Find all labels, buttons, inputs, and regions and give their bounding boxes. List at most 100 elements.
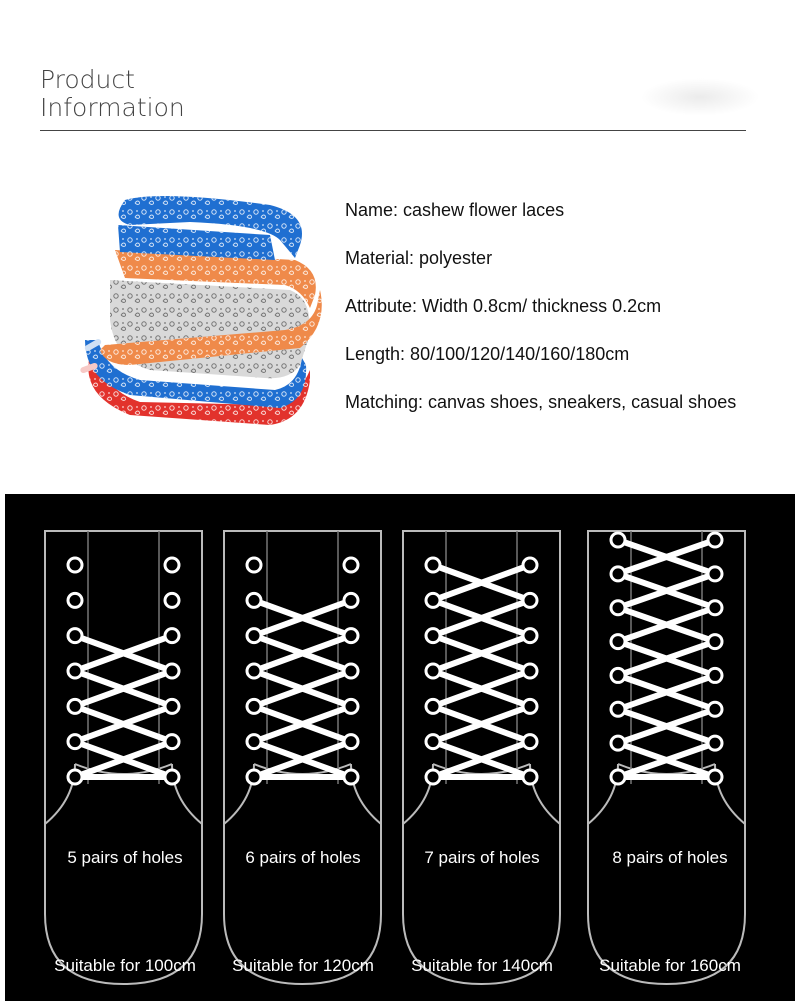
lace-segment (251, 703, 354, 745)
spec-name: Name: cashew flower laces (345, 200, 565, 220)
shoe-outline (587, 530, 746, 986)
eyelet (609, 666, 627, 684)
eyelet (163, 591, 181, 609)
lace-segment (615, 638, 718, 679)
eyelet (706, 666, 724, 684)
eyelet (424, 591, 442, 609)
shoelace-bundle-icon (70, 180, 330, 450)
eyelet (66, 662, 84, 680)
shoe-outline (44, 530, 203, 986)
eyelet (609, 700, 627, 718)
eyelet (245, 733, 263, 751)
eyelet (706, 565, 724, 583)
eyelet (521, 662, 539, 680)
spec-length: Length: 80/100/120/140/160/180cm (345, 344, 630, 364)
eyelet (66, 627, 84, 645)
lace-segment (615, 672, 718, 713)
lace-segment (72, 703, 175, 745)
spec-attribute: Attribute: Width 0.8cm/ thickness 0.2cm (345, 296, 662, 316)
eyelet (706, 734, 724, 752)
lace-segment (430, 632, 533, 674)
eyelet (609, 734, 627, 752)
lace-segment (430, 738, 533, 780)
lace-segment (72, 632, 175, 674)
eyelet (245, 662, 263, 680)
eyelet (163, 662, 181, 680)
eyelet (66, 768, 84, 786)
lace-segment (615, 740, 718, 780)
eyelet (424, 662, 442, 680)
lace-segment (72, 738, 175, 780)
holes-label: 5 pairs of holes (67, 848, 183, 867)
eyelet (424, 697, 442, 715)
holes-label: 7 pairs of holes (424, 848, 540, 867)
eyelet (521, 556, 539, 574)
eyelet (521, 591, 539, 609)
lace-segment (430, 703, 533, 745)
eyelet (245, 697, 263, 715)
page-title-line2: Information (40, 93, 185, 122)
eyelet (521, 768, 539, 786)
eyelet (163, 768, 181, 786)
eyelet (424, 627, 442, 645)
lacing-diagram-panel: 5 pairs of holes 6 pairs of holes 7 pair… (5, 494, 795, 1001)
eyelet (609, 599, 627, 617)
eyelet (245, 591, 263, 609)
page-title: Product Information (40, 66, 185, 122)
header-divider (40, 130, 746, 131)
eyelet (163, 627, 181, 645)
eyelet (163, 697, 181, 715)
product-spec-list: Name: cashew flower laces Material: poly… (345, 196, 736, 436)
lace-segment (615, 570, 718, 611)
lace-segment (251, 668, 354, 710)
length-label: Suitable for 140cm (411, 956, 553, 975)
eyelet (609, 531, 627, 549)
eyelet (706, 531, 724, 549)
spec-material: Material: polyester (345, 248, 493, 268)
eyelet (424, 556, 442, 574)
eyelet (342, 591, 360, 609)
eyelet (245, 627, 263, 645)
eyelet (245, 556, 263, 574)
header-shadow (640, 78, 760, 116)
lace-segment (251, 738, 354, 780)
length-label: Suitable for 120cm (232, 956, 374, 975)
lace-segment (430, 597, 533, 639)
lace-segment (430, 668, 533, 710)
eyelet (706, 700, 724, 718)
lace-segment (615, 537, 718, 577)
eyelet (424, 733, 442, 751)
length-label: Suitable for 100cm (54, 956, 196, 975)
eyelet (706, 599, 724, 617)
eyelet (424, 768, 442, 786)
holes-label: 8 pairs of holes (612, 848, 728, 867)
eyelet (66, 733, 84, 751)
eyelet (706, 768, 724, 786)
eyelet (521, 697, 539, 715)
lace-segment (615, 604, 718, 645)
lacing-diagrams (44, 530, 746, 986)
eyelet (66, 556, 84, 574)
eyelet (521, 627, 539, 645)
eyelet (342, 662, 360, 680)
eyelet (342, 556, 360, 574)
eyelet (609, 565, 627, 583)
lace-segment (251, 632, 354, 674)
length-label: Suitable for 160cm (599, 956, 741, 975)
eyelet (609, 633, 627, 651)
lace-segment (430, 562, 533, 604)
eyelet (66, 591, 84, 609)
eyelet (245, 768, 263, 786)
lace-segment (251, 597, 354, 639)
page-title-line1: Product (40, 65, 135, 94)
spec-matching: Matching: canvas shoes, sneakers, casual… (345, 392, 737, 412)
lace-segment (615, 706, 718, 747)
eyelet (521, 733, 539, 751)
eyelet (66, 697, 84, 715)
shoe-outline (402, 530, 561, 986)
lace-segment (72, 668, 175, 710)
eyelet (609, 768, 627, 786)
eyelet (342, 697, 360, 715)
eyelet (163, 556, 181, 574)
holes-label: 6 pairs of holes (245, 848, 361, 867)
